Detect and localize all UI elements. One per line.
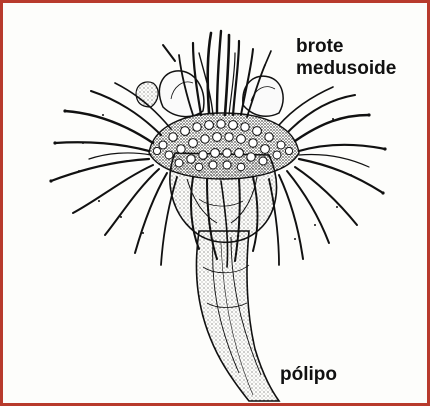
medusoid-bud-label: brote medusoide (296, 36, 396, 80)
polyp-stalk (196, 231, 279, 401)
medusoid-bud-label-line1: brote (296, 36, 396, 58)
medusoid-bud-label-line2: medusoide (296, 58, 396, 80)
gonophore-crown (149, 113, 299, 179)
polyp-label: pólipo (280, 364, 337, 386)
